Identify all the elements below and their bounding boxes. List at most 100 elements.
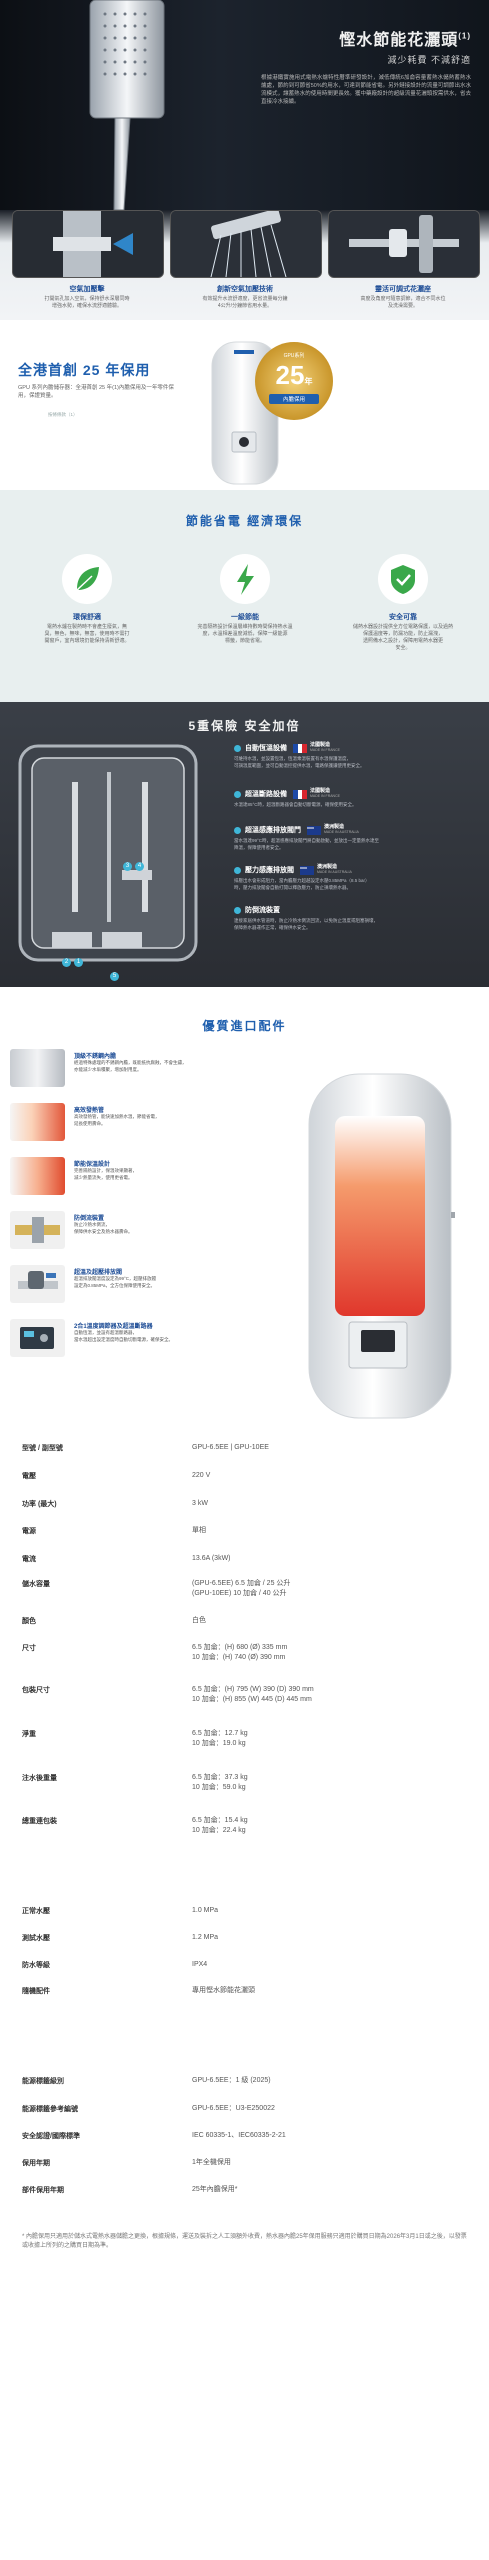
- marker-2: 2: [62, 958, 71, 967]
- france-flag-icon: [293, 743, 308, 753]
- backflow-valve-image: [10, 1211, 65, 1249]
- leaf-icon: [62, 554, 112, 604]
- accessory-desc: 超溫排放閥溫度設定為99°C，超壓排放閥 設定為0.85MPa，全方位保障使用安…: [74, 1276, 157, 1288]
- accessory-desc: 經過特殊處理的不銹鋼內膽，既能抵抗腐蝕，不會生鏽， 亦能減少水垢積聚，增加耐用度…: [74, 1060, 187, 1072]
- eco-item: 安全可靠 儲熱水器設計提供全方位電路保護，以及過熱 保護溫度等，防漏功能，防止漏…: [328, 554, 478, 652]
- spec-value: 單相: [192, 1527, 206, 1534]
- safety-item-desc: 排壓出水會形成阻力，當內膽壓力超越設定水壓0.85MPa（8.5 bar） 時，…: [234, 878, 370, 890]
- safety-item-title: 超溫感應排放閥門: [245, 827, 301, 834]
- australia-flag-icon: [307, 825, 321, 835]
- warranty-desc: GPU 系列內膽儲存器：全港首創 25 年(1)內膽保用及一年零件保用，保證質量…: [18, 385, 174, 399]
- spec-value: (GPU-6.5EE) 6.5 加侖 / 25 公升 (GPU-10EE) 10…: [192, 1580, 291, 1597]
- safety-item-desc: 連接家居供水管道時，防止冷熱水倒流回流，以免防止溫度或阻塞損壞， 保障熱水器運作…: [234, 918, 378, 930]
- accessory-desc: 自動恆溫，並設有超溫斷路器， 當水溫超出設定溫度時自動切斷電源，確保安全。: [74, 1330, 173, 1342]
- feature-title: 創新空氣加壓技術: [217, 286, 273, 293]
- bullet-icon: [234, 866, 241, 874]
- safety-item-title: 防倒流裝置: [245, 907, 280, 914]
- hero-subtitle: 減少耗費 不減舒適: [387, 55, 471, 65]
- eco-title: 節能省電 經濟環保: [185, 514, 304, 528]
- spec-label: 尺寸: [22, 1645, 36, 1652]
- accessory-title: 節能保溫設計: [74, 1162, 111, 1168]
- safety-item-desc: 當水溫達99°C時，超溫感應排放閥門將自動啟動，並放出一定量熱水達至 降溫，保障…: [234, 838, 380, 850]
- bullet-icon: [234, 906, 241, 914]
- hero-title: 慳水節能花灑頭(1): [339, 31, 471, 49]
- accessory-title: 2合1溫度調節器及超溫斷路器: [74, 1324, 153, 1330]
- spec-label: 包裝尺寸: [22, 1687, 50, 1694]
- warranty-section: 全港首創 25 年保用 GPU 系列內膽儲存器：全港首創 25 年(1)內膽保用…: [0, 320, 489, 490]
- hero-description: 根據港鐵實施用式電熱水爐特性曆準研發設計，減低傳統6加侖容量蓄熱水儲熱蓄熱水爐處…: [261, 75, 471, 105]
- marker-5: 5: [110, 972, 119, 981]
- accessory-title: 防倒流裝置: [74, 1216, 105, 1222]
- shield-check-icon: [378, 554, 428, 604]
- spec-value: 220 V: [192, 1472, 211, 1479]
- safety-item-title: 自動恆溫設備: [245, 745, 287, 752]
- spec-label: 顏色: [22, 1618, 36, 1625]
- spec-label: 安全認證/國際標準: [22, 2133, 80, 2140]
- spec-value: 6.5 加侖：(H) 795 (W) 390 (D) 390 mm 10 加侖：…: [192, 1686, 314, 1703]
- insulation-image: [10, 1157, 65, 1195]
- feature-desc: 高度及角度可隨意調節，適合不同水位 及洗澡需要。: [360, 296, 446, 309]
- spec-value: 13.6A (3kW): [192, 1555, 231, 1562]
- spec-label: 防水等級: [22, 1962, 50, 1969]
- accessory-item: 節能保溫設計 完善隔熱設計，保溫效果顯著， 減少熱量流失，使用更省電。: [10, 1157, 270, 1195]
- shower-holder-image: [328, 210, 480, 278]
- spec-value: IEC 60335-1、IEC60335-2-21: [192, 2132, 286, 2139]
- warranty-title: 全港首創 25 年保用: [18, 362, 151, 378]
- marker-3: 3: [123, 862, 132, 871]
- spec-value: GPU-6.5EE：1 級 (2025): [192, 2077, 271, 2084]
- spec-value: 白色: [192, 1617, 206, 1624]
- feature-title: 空氣加壓擊: [69, 286, 105, 293]
- accessory-title: 頂級不銹鋼內膽: [74, 1054, 117, 1060]
- safety-item-title: 超溫斷路設備: [245, 791, 287, 798]
- spec-value: 6.5 加侖：37.3 kg 10 加侖：59.0 kg: [192, 1774, 248, 1791]
- spec-value: 1.0 MPa: [192, 1907, 219, 1914]
- accessory-item: 高效發熱管 高效發熱管，能快速加熱水溫，節能省電， 延長使用壽命。: [10, 1103, 270, 1141]
- accessories-section: 優質進口配件 頂級不銹鋼內膽 經過特殊處理的不銹鋼內膽，既能抵抗腐蝕，不會生鏽，…: [0, 987, 489, 1425]
- spec-label: 電流: [22, 1556, 36, 1563]
- spec-value: 專用慳水節能花灑頭: [192, 1987, 255, 1994]
- lightning-icon: [220, 554, 270, 604]
- heater-cutaway-diagram: [18, 744, 198, 962]
- air-pressure-image: [12, 210, 164, 278]
- bullet-icon: [234, 744, 241, 752]
- france-flag-icon: [293, 789, 308, 799]
- hero-section: 慳水節能花灑頭(1) 減少耗費 不減舒適 根據港鐵實施用式電熱水爐特性曆準研發設…: [0, 0, 489, 210]
- warranty-badge: GPU系列 25年 內膽保用: [255, 342, 333, 420]
- spec-label: 能源標籤級別: [22, 2078, 64, 2085]
- warranty-note: 按條條款（1）: [48, 412, 78, 417]
- safety-item: 防倒流裝置 連接家居供水管道時，防止冷熱水倒流回流，以免防止溫度或阻塞損壞， 保…: [234, 904, 472, 931]
- accessory-title: 高效發熱管: [74, 1108, 105, 1114]
- marker-1: 1: [74, 958, 83, 967]
- eco-item: 環保舒適 電熱水爐在製熱時不會產生廢氣，無 臭，無色，無味，無害，使用時不需打 …: [12, 554, 162, 645]
- safety-title: 5重保險 安全加倍: [188, 719, 301, 733]
- marker-4: 4: [135, 862, 144, 871]
- badge-bottom-text: 內膽保用: [269, 394, 319, 404]
- spec-value: 3 kW: [192, 1500, 208, 1507]
- spec-label: 部件保用年期: [22, 2187, 64, 2194]
- feature-title: 靈活可調式花灑座: [375, 286, 431, 293]
- accessories-title: 優質進口配件: [202, 1019, 287, 1033]
- eco-item-desc: 完善隔熱設計保溫層維持數時間保持熱水溫 度，水溫相差溫度減低，保障一級能源 標籤…: [197, 624, 293, 644]
- safety-item-desc: 水溫達85°C時，超溫斷路器會自動切斷電源，確保使用安全。: [234, 802, 357, 807]
- spec-value: GPU-6.5EE：U3-E250022: [192, 2105, 275, 2112]
- hero-heading: 慳水節能花灑頭(1) 減少耗費 不減舒適 根據港鐵實施用式電熱水爐特性曆準研發設…: [261, 26, 471, 106]
- eco-item-title: 環保舒適: [73, 614, 101, 621]
- bullet-icon: [234, 826, 241, 834]
- spec-value: 25年內膽保用*: [192, 2186, 238, 2193]
- accessory-desc: 防止冷熱水倒流， 保障供水安全及熱水器壽命。: [74, 1222, 133, 1234]
- accessory-item: 防倒流裝置 防止冷熱水倒流， 保障供水安全及熱水器壽命。: [10, 1211, 270, 1249]
- spec-label: 電壓: [22, 1473, 36, 1480]
- spec-value: 6.5 加侖：(H) 680 (Ø) 335 mm 10 加侖：(H) 740 …: [192, 1644, 288, 1661]
- safety-item-title: 壓力感應排放閥: [245, 867, 294, 874]
- spec-label: 電源: [22, 1528, 36, 1535]
- spec-label: 測試水壓: [22, 1935, 50, 1942]
- safety-item-desc: 可維持水溫，並設置恆溫，恆溫乘溫裝置有水溫保護溫度， 可調溫度範圍，並可自動溫控…: [234, 756, 365, 768]
- accessory-desc: 高效發熱管，能快速加熱水溫，節能省電， 延長使用壽命。: [74, 1114, 160, 1126]
- footnote: * 內膽保用只適用於儲水式電熱水器儲膽之更換，根據規條，運送及裝拆之人工須額外收…: [22, 2234, 467, 2249]
- thermostat-image: [10, 1319, 65, 1357]
